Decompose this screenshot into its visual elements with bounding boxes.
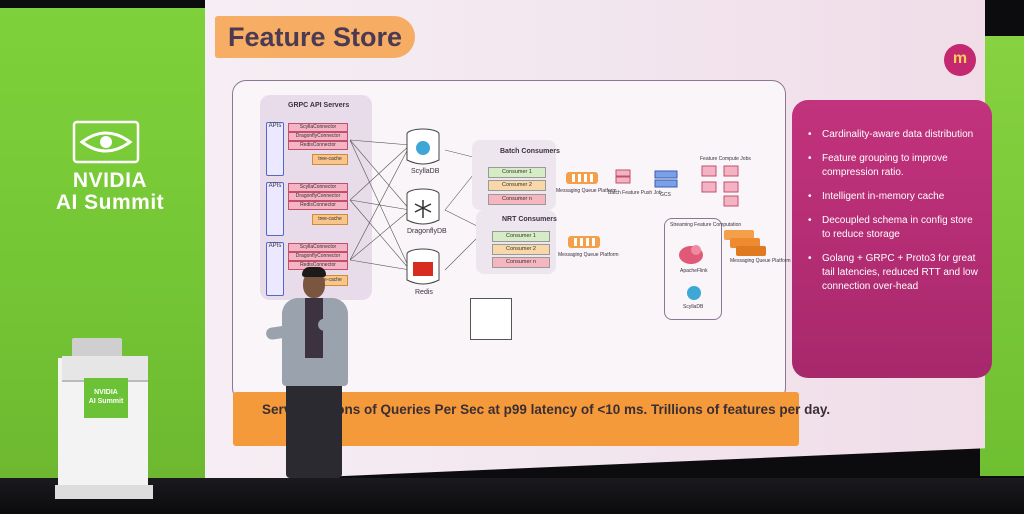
apache-flink-icon xyxy=(679,245,703,264)
message-queue-icon xyxy=(568,236,600,248)
tree-cache: tree-cache xyxy=(312,154,348,165)
bullet-item: Intelligent in-memory cache xyxy=(808,190,983,204)
streaming-box xyxy=(664,218,722,320)
title-highlight xyxy=(215,16,415,58)
store-label: DragonflyDB xyxy=(407,228,447,235)
tree-cache: tree-cache xyxy=(312,214,348,225)
batch-consumers-title: Batch Consumers xyxy=(500,148,560,155)
speaker-shirt xyxy=(305,298,323,358)
laptop-icon xyxy=(72,338,122,358)
footer-text: Serves Millions of Queries Per Sec at p9… xyxy=(262,402,831,417)
bullet-item: Cardinality-aware data distribution xyxy=(808,128,983,142)
compute-jobs-label: Feature Compute Jobs xyxy=(700,156,751,162)
podium-brand: NVIDIA xyxy=(94,389,118,396)
mq-label: Messaging Queue Platform xyxy=(558,252,619,258)
consumer: Consumer 2 xyxy=(488,180,546,191)
connector: DragonflyConnector xyxy=(288,132,348,141)
scylla-bottom-label: ScyllaDB xyxy=(683,304,704,310)
consumer: Consumer n xyxy=(488,194,546,205)
connection-lines xyxy=(350,139,486,271)
speaker-hair xyxy=(302,267,326,277)
streaming-label: Streaming Feature Computation xyxy=(670,222,742,228)
bullet-item: Decoupled schema in config store to redu… xyxy=(808,214,983,242)
config-store-box xyxy=(470,298,512,340)
mq-label: Messaging Queue Platform xyxy=(730,258,791,264)
consumer: Consumer 1 xyxy=(488,167,546,178)
connector: DragonflyConnector xyxy=(288,252,348,261)
flink-label: ApacheFlink xyxy=(680,268,708,274)
message-queue-stack-icon xyxy=(724,230,766,256)
grpc-title: GRPC API Servers xyxy=(288,102,350,109)
consumer: Consumer 1 xyxy=(492,231,550,242)
company-logo-badge: m xyxy=(944,44,976,76)
nvidia-summit-text: NVIDIA AI Summit xyxy=(40,170,180,214)
dragonflydb-cylinder-icon xyxy=(406,188,440,225)
scylladb-small-icon xyxy=(687,286,701,300)
connector: ScyllaConnector xyxy=(288,123,348,132)
podium-event: AI Summit xyxy=(88,398,124,405)
speaker-head xyxy=(303,270,325,298)
consumer: Consumer n xyxy=(492,257,550,268)
slide-title: Feature Store xyxy=(228,22,403,52)
stage-floor xyxy=(0,478,1024,514)
compute-jobs-icon xyxy=(701,165,739,207)
scylladb-cylinder-icon xyxy=(406,128,440,165)
api-box-3: APIs xyxy=(266,242,284,296)
nvidia-brand: NVIDIA xyxy=(72,169,148,192)
connector: ScyllaConnector xyxy=(288,183,348,192)
api-label: APIs xyxy=(268,243,282,249)
podium-base xyxy=(55,485,153,499)
podium-logo: NVIDIA AI Summit xyxy=(84,378,128,418)
gcs-icon xyxy=(654,170,678,188)
connector: RedisConnector xyxy=(288,201,348,210)
speaker-legs xyxy=(286,382,342,478)
connector: DragonflyConnector xyxy=(288,192,348,201)
message-queue-icon xyxy=(566,172,598,184)
batch-push-label: Batch Feature Push Job xyxy=(608,190,662,196)
store-label: Redis xyxy=(415,289,433,296)
store-label: ScyllaDB xyxy=(411,168,440,175)
api-box-1: APIs xyxy=(266,122,284,176)
bullet-item: Feature grouping to improve compression … xyxy=(808,152,983,180)
connector: ScyllaConnector xyxy=(288,243,348,252)
api-box-2: APIs xyxy=(266,182,284,236)
gcs-label: GCS xyxy=(660,192,671,198)
redis-cylinder-icon xyxy=(406,248,440,285)
feature-bullets: Cardinality-aware data distribution Feat… xyxy=(808,128,983,304)
api-label: APIs xyxy=(268,183,282,189)
api-label: APIs xyxy=(268,123,282,129)
nvidia-eye-logo-icon xyxy=(72,120,140,164)
bullet-item: Golang + GRPC + Proto3 for great tail la… xyxy=(808,252,983,294)
mq-label: Messaging Queue Platform xyxy=(556,188,617,194)
consumer: Consumer 2 xyxy=(492,244,550,255)
batch-job-stack-icon xyxy=(615,169,631,184)
connector: RedisConnector xyxy=(288,141,348,150)
nrt-consumers-title: NRT Consumers xyxy=(502,216,557,223)
event-name: AI Summit xyxy=(55,191,165,214)
